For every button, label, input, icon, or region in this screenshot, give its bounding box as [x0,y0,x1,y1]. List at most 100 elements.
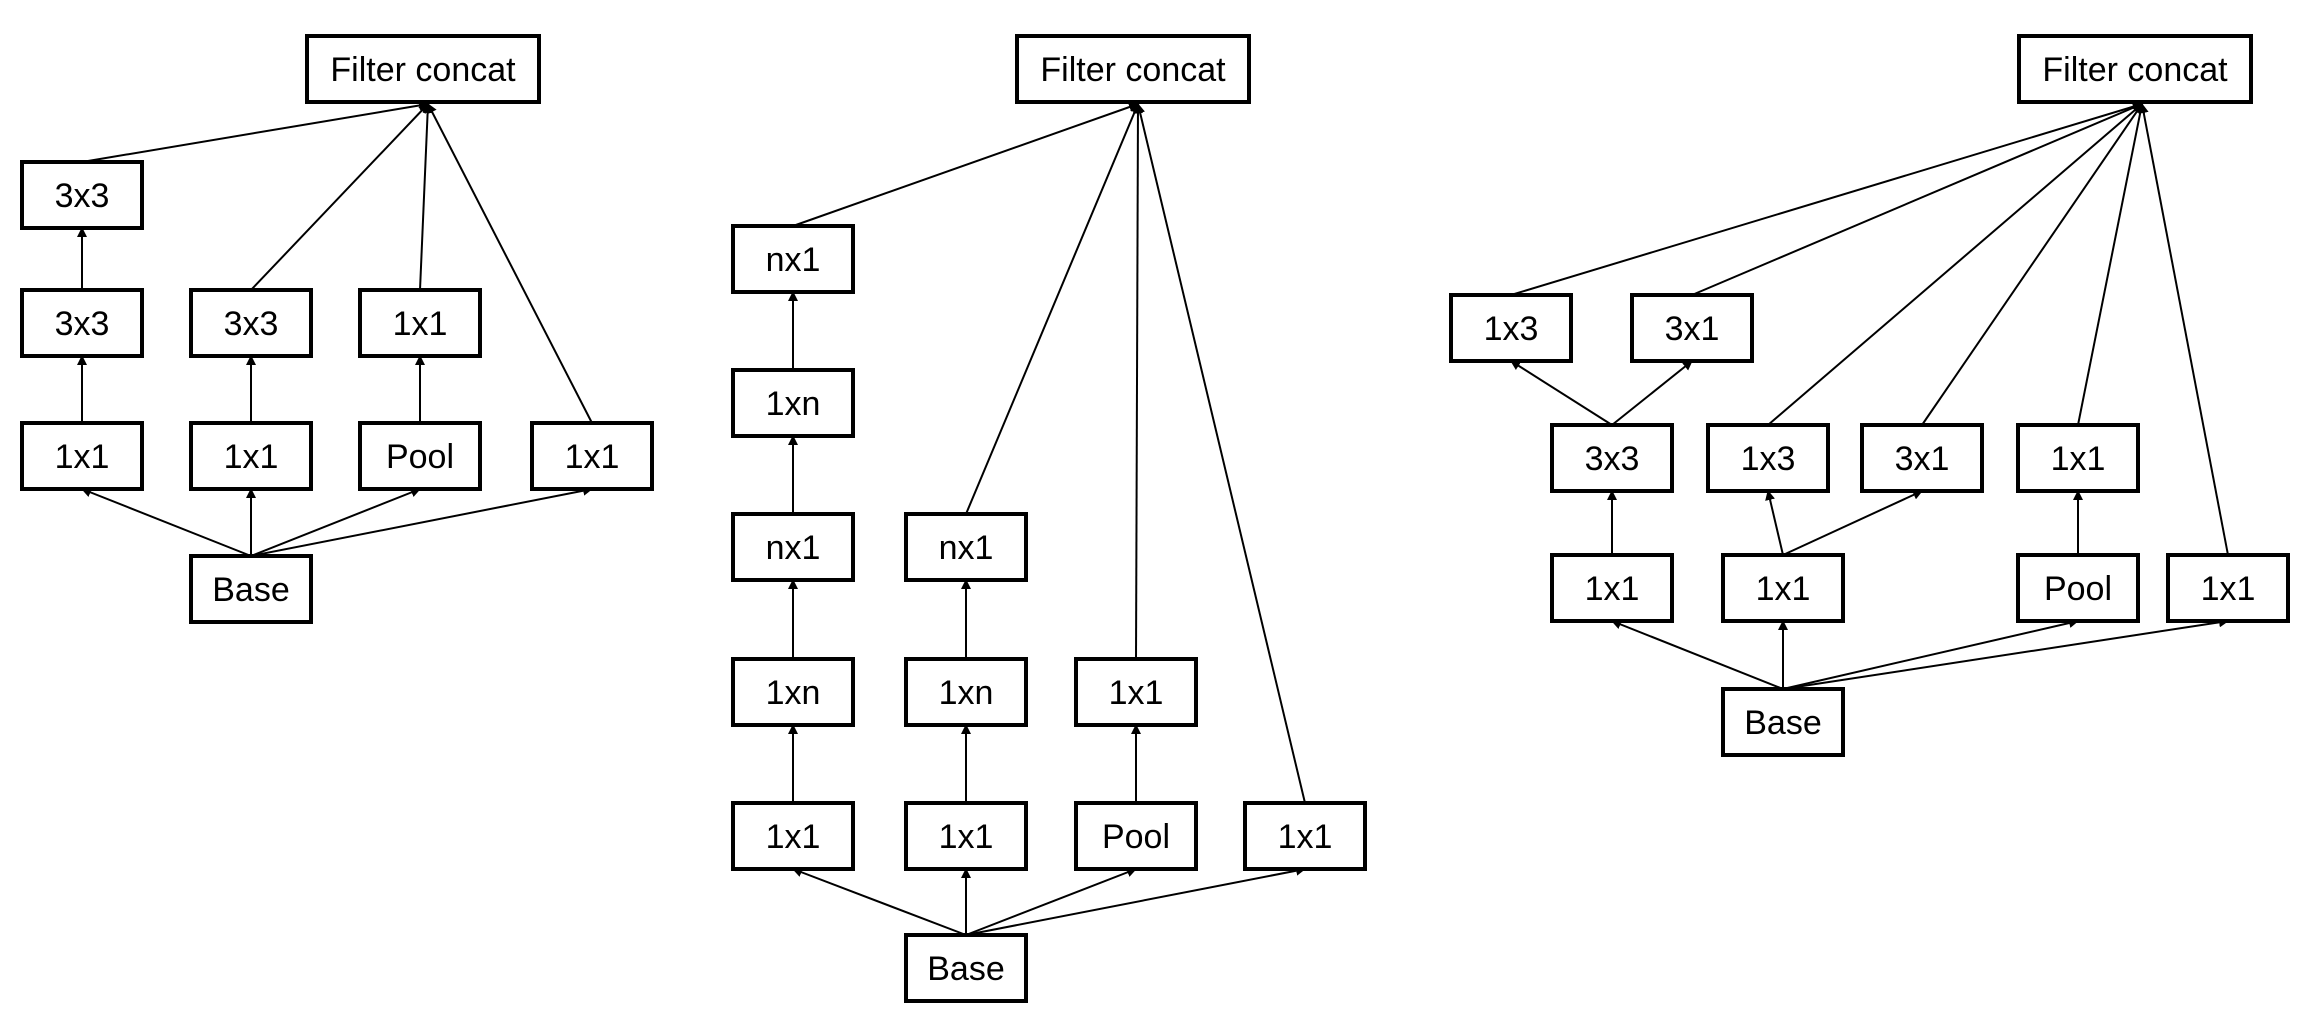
arrow-d_bot-to-concat [427,103,593,424]
conv-node-a4: 1xn [731,368,855,438]
node-label: 1x1 [1585,570,1640,608]
node-label: 3x1 [1895,440,1950,478]
arrow-c2-to-concat [1132,103,1143,660]
conv-node-a_top: 3x3 [20,160,144,230]
node-box [1074,801,1198,871]
conv-node-d_bot: 1x1 [530,421,654,491]
node-box [731,657,855,727]
conv-node-b3: nx1 [904,512,1028,582]
arrow-c_mid-to-concat [419,103,433,291]
conv-node-a1: 1x1 [731,801,855,871]
conv-node-c2: 1x1 [1074,657,1198,727]
node-label: 1xn [766,674,821,712]
conv-node-c1: Pool [1074,801,1198,871]
node-label: 1x1 [2201,570,2256,608]
arrow-base-to-c1 [965,867,1137,936]
conv-node-b2: 1xn [904,657,1028,727]
conv-node-b_r: 3x1 [1860,423,1984,493]
node-box [731,224,855,294]
node-box [20,160,144,230]
arrow-base-to-a1 [792,867,967,936]
arrow-d_bot-to-concat [2138,103,2229,556]
arrow-b_l-to-concat [1767,103,2143,426]
node-label: Filter concat [330,51,516,89]
conv-node-a_r: 3x1 [1630,293,1754,363]
node-box [1074,657,1198,727]
node-box [358,421,482,491]
node-label: Pool [386,438,454,476]
arrow-base-to-d_bot [250,485,593,557]
conv-node-b1: 1x1 [904,801,1028,871]
arrow-a_mid-to-a_r [1611,360,1693,426]
conv-node-b_bot: 1x1 [189,421,313,491]
base-node: Base [1721,687,1845,757]
node-box [1449,293,1573,363]
node-label: 3x3 [55,177,110,215]
node-label: 1x3 [1484,310,1539,348]
node-box [731,368,855,438]
node-label: Base [927,950,1005,988]
conv-node-c_bot: Pool [2016,553,2140,623]
node-box [904,801,1028,871]
conv-node-c_bot: Pool [358,421,482,491]
node-label: 3x3 [224,305,279,343]
node-box [2016,423,2140,493]
node-box [530,421,654,491]
node-label: 1x1 [1278,818,1333,856]
arrow-a5-to-concat [792,102,1139,227]
conv-node-a_mid: 3x3 [20,288,144,358]
conv-node-a_mid: 3x3 [1550,423,1674,493]
arrow-b_bot-to-b_l [1765,490,1784,556]
node-label: Pool [1102,818,1170,856]
arrow-c_mid-to-concat [2077,103,2146,426]
filter-concat-node: Filter concat [1015,34,1251,104]
node-label: Base [212,571,290,609]
base-node: Base [189,554,313,624]
node-box [2017,34,2253,104]
arrow-a_r-to-concat [1691,102,2143,296]
node-label: nx1 [766,529,821,567]
conv-node-a5: nx1 [731,224,855,294]
base-node: Base [904,933,1028,1003]
arrow-d1-to-concat [1135,103,1306,804]
node-box [305,34,541,104]
node-label: 3x3 [1585,440,1640,478]
conv-node-c_mid: 1x1 [358,288,482,358]
node-box [189,554,313,624]
arrow-base-to-c_bot [250,487,421,557]
node-box [1015,34,1251,104]
arrow-a_l-to-concat [1510,101,2143,296]
node-box [904,657,1028,727]
node-box [1550,553,1674,623]
node-box [2166,553,2290,623]
filter-concat-node: Filter concat [305,34,541,104]
conv-node-d1: 1x1 [1243,801,1367,871]
node-box [189,288,313,358]
arrow-base-to-d1 [965,865,1306,936]
node-label: nx1 [939,529,994,567]
arrow-base-to-a_bot [1611,619,1784,690]
arrow-base-to-d_bot [1782,617,2229,690]
node-box [731,801,855,871]
node-label: Pool [2044,570,2112,608]
inception-module-3 [1510,101,2229,690]
arrow-a_mid-to-a_l [1510,360,1613,426]
node-box [1721,553,1845,623]
node-label: nx1 [766,241,821,279]
arrow-b_mid-to-concat [250,103,429,291]
inception-module-2 [788,102,1306,936]
arrow-b_bot-to-b_r [1782,490,1923,556]
node-label: 1x1 [939,818,994,856]
node-label: 3x1 [1665,310,1720,348]
node-label: 1x3 [1741,440,1796,478]
node-box [20,288,144,358]
node-label: 1x1 [393,305,448,343]
node-label: 1xn [766,385,821,423]
node-label: 1x1 [766,818,821,856]
node-box [2016,553,2140,623]
node-label: 1x1 [224,438,279,476]
node-label: 1x1 [55,438,110,476]
node-box [1550,423,1674,493]
arrow-base-to-a_bot [81,487,252,557]
